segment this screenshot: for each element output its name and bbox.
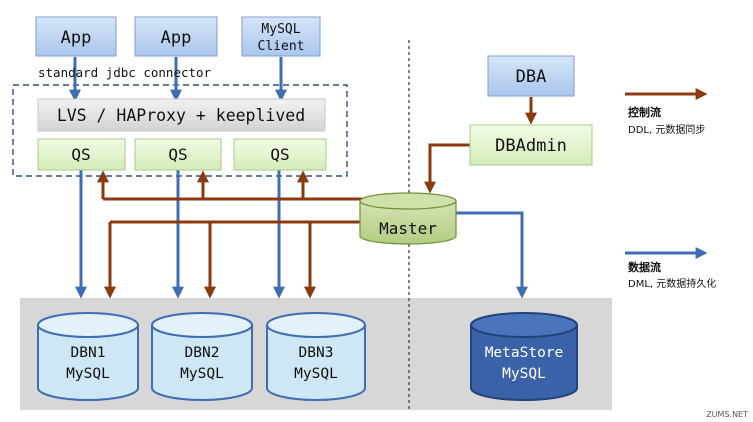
qs1-label: QS	[71, 145, 90, 164]
watermark: ZUMS.NET	[706, 410, 748, 419]
dbn1-label-2: MySQL	[66, 366, 110, 382]
metastore-db: MetaStore MySQL	[470, 312, 578, 401]
dbn3-db: DBN3 MySQL	[266, 312, 366, 401]
mysql-client-label-1: MySQL	[261, 22, 300, 37]
mysql-client-label-2: Client	[258, 39, 305, 54]
legend: 控制流 DDL, 元数据同步 数据流 DML, 元数据持久化	[625, 88, 716, 290]
dbn2-label-2: MySQL	[180, 366, 224, 382]
legend-control-desc: DDL, 元数据同步	[628, 123, 705, 136]
master-label: Master	[379, 219, 437, 238]
dbn3-label-1: DBN3	[299, 345, 334, 361]
dbn3-label-2: MySQL	[294, 366, 338, 382]
connector-label: standard jdbc connector	[38, 65, 212, 80]
qs3-box: QS	[233, 138, 327, 171]
qs3-label: QS	[270, 145, 289, 164]
dbn1-db: DBN1 MySQL	[37, 312, 139, 401]
master-to-metastore-arrow	[456, 211, 528, 299]
dbn2-db: DBN2 MySQL	[151, 312, 253, 401]
lvs-box: LVS / HAProxy + keeplived	[37, 98, 326, 132]
proxy-group-frame	[12, 84, 348, 177]
dbadmin-box: DBAdmin	[469, 124, 593, 166]
legend-data-title: 数据流	[628, 260, 661, 274]
master-db: Master	[359, 192, 457, 245]
dbn1-label-1: DBN1	[71, 345, 106, 361]
app2-box: App	[134, 16, 218, 57]
lvs-label: LVS / HAProxy + keeplived	[57, 106, 305, 125]
dba-label: DBA	[516, 67, 547, 87]
control-flow-lines	[97, 97, 537, 299]
dbadmin-to-master-arrow	[424, 143, 470, 194]
dbadmin-label: DBAdmin	[495, 136, 567, 156]
dba-box: DBA	[487, 55, 575, 97]
qs2-label: QS	[168, 145, 187, 164]
metastore-label-1: MetaStore	[485, 345, 564, 361]
legend-data-desc: DML, 元数据持久化	[628, 277, 716, 290]
data-flow-lines	[69, 57, 528, 299]
metastore-label-2: MySQL	[502, 366, 546, 382]
qs1-box: QS	[37, 138, 126, 171]
mysql-client-box: MySQL Client	[241, 16, 321, 57]
app1-box: App	[35, 16, 117, 57]
app1-label: App	[61, 28, 92, 48]
qs2-box: QS	[134, 138, 222, 171]
legend-control-title: 控制流	[628, 105, 661, 119]
app2-label: App	[161, 28, 192, 48]
dbn2-label-1: DBN2	[185, 345, 220, 361]
